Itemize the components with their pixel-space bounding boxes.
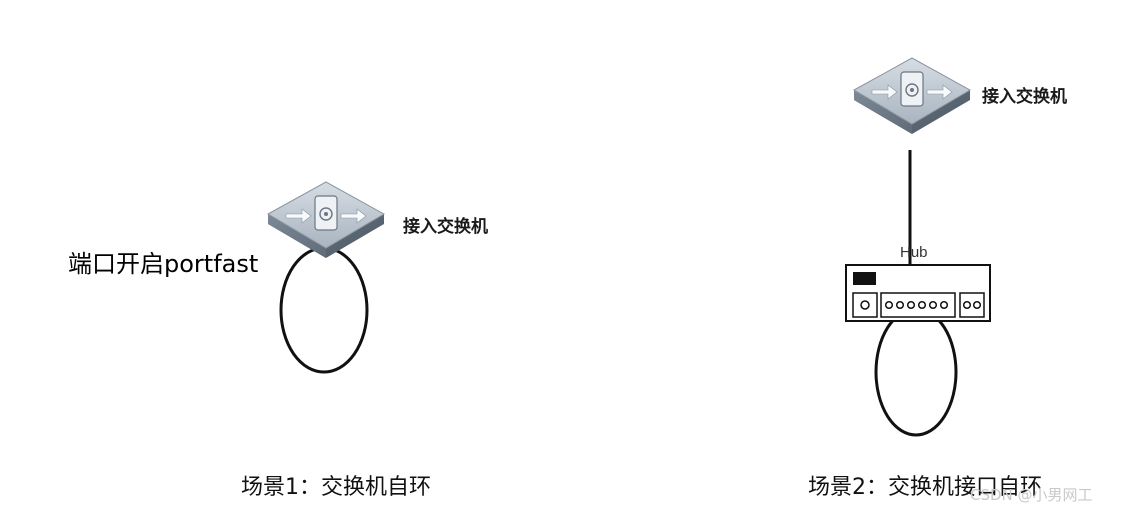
scene2-caption: 场景2：交换机接口自环 [808,475,1042,500]
scene2-loop-cable [874,307,958,437]
scene2-switch-label: 接入交换机 [982,86,1067,107]
scene1: 接入交换机 端口开启portfast 场景1：交换机自环 [68,181,488,500]
scene2-hub-device [845,264,991,322]
scene1-switch-label: 接入交换机 [403,216,488,237]
scene2-switch-icon [853,57,971,135]
scene1-portfast-annotation: 端口开启portfast [68,250,258,278]
watermark: CSDN @小男网工 [970,486,1093,504]
scene2: 接入交换机 Hub 场景2：交换机接口自环 [808,57,1067,500]
scene1-switch-icon [267,181,385,259]
scene1-loop-cable [279,246,369,374]
scene2-hub-label: Hub [900,244,928,261]
scene1-caption: 场景1：交换机自环 [241,475,431,500]
